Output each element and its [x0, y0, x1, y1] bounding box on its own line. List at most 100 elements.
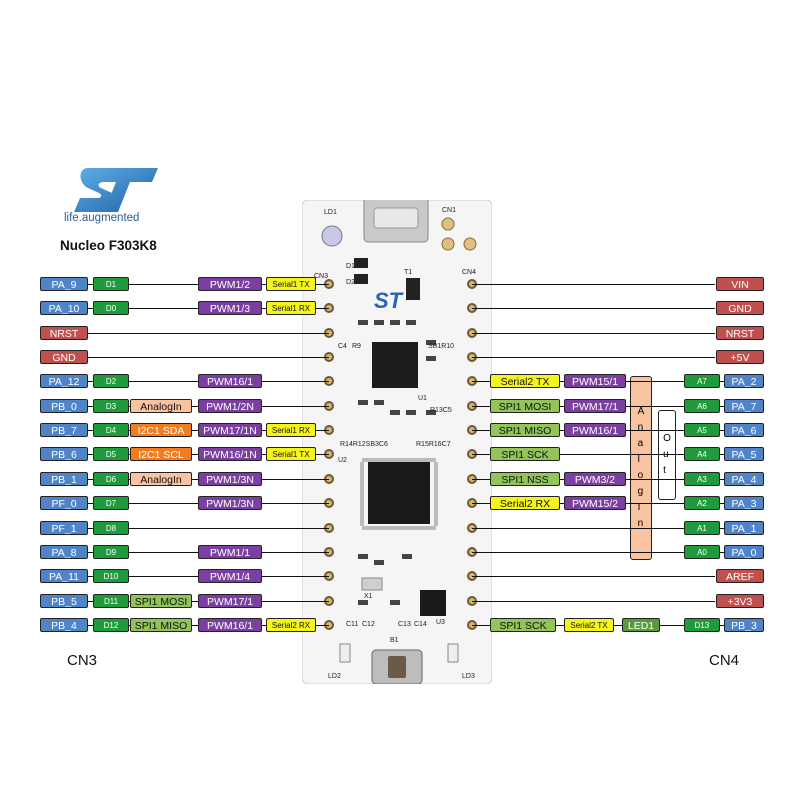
port-name-label: PA_3: [724, 496, 764, 510]
pin-wire: [472, 601, 715, 602]
pin-wire: [472, 284, 715, 285]
svg-text:R9: R9: [352, 343, 361, 350]
arduino-pin-label: D7: [93, 496, 129, 510]
pwm-label: PWM1/4: [198, 569, 262, 583]
svg-text:U2: U2: [338, 457, 347, 464]
pwm-label: PWM17/1: [198, 594, 262, 608]
spi-label: SPI1 SCK: [490, 618, 556, 632]
svg-text:CN1: CN1: [442, 207, 456, 214]
svg-text:CN3: CN3: [314, 273, 328, 280]
function-label: AnalogIn: [130, 399, 192, 413]
connector-cn4-label: CN4: [709, 652, 740, 669]
svg-text:C12: C12: [362, 621, 375, 628]
svg-text:LD1: LD1: [324, 209, 337, 216]
svg-text:C4: C4: [338, 343, 347, 350]
pin-wire: [472, 333, 715, 334]
arduino-pin-label: D12: [93, 618, 129, 632]
port-name-label: PB_6: [40, 447, 88, 461]
pwm-label: PWM15/1: [564, 374, 626, 388]
svg-text:B1: B1: [390, 637, 399, 644]
port-name-label: PF_0: [40, 496, 88, 510]
port-name-label: PB_4: [40, 618, 88, 632]
serial-label: Serial1 TX: [266, 447, 316, 461]
arduino-pin-label: D9: [93, 545, 129, 559]
power-pin-label: VIN: [716, 277, 764, 291]
port-name-label: PA_2: [724, 374, 764, 388]
port-name-label: PB_3: [724, 618, 764, 632]
svg-text:T1: T1: [404, 269, 412, 276]
arduino-pin-label: D8: [93, 521, 129, 535]
pwm-label: PWM16/1: [564, 423, 626, 437]
brand-tagline: life.augmented: [64, 212, 140, 224]
analogin-letter: o: [637, 470, 644, 481]
port-name-label: PA_11: [40, 569, 88, 583]
svg-text:ST: ST: [374, 288, 404, 313]
analogin-letter: A: [637, 406, 645, 417]
pwm-label: PWM1/1: [198, 545, 262, 559]
pin-wire: [88, 528, 329, 529]
port-name-label: PA_12: [40, 374, 88, 388]
svg-text:U3: U3: [436, 619, 445, 626]
pwm-label: PWM17/1: [564, 399, 626, 413]
analogin-letter: n: [637, 518, 644, 529]
pwm-label: PWM1/3N: [198, 496, 262, 510]
power-pin-label: NRST: [40, 326, 88, 340]
pin-wire: [472, 357, 715, 358]
analogin-letter: l: [637, 454, 640, 465]
analog-out-letter: O: [663, 433, 671, 444]
arduino-pin-label: A2: [684, 496, 720, 510]
arduino-pin-label: A3: [684, 472, 720, 486]
pin-wire: [88, 357, 329, 358]
power-pin-label: +5V: [716, 350, 764, 364]
svg-text:R14R12SB3C6: R14R12SB3C6: [340, 441, 388, 448]
spi-label: SPI1 MOSI: [490, 399, 560, 413]
svg-text:C11: C11: [346, 621, 358, 628]
serial-label: Serial1 RX: [266, 423, 316, 437]
port-name-label: PA_10: [40, 301, 88, 315]
svg-text:X1: X1: [364, 593, 373, 600]
port-name-label: PB_0: [40, 399, 88, 413]
function-label: SPI1 MOSI: [130, 594, 192, 608]
function-label: AnalogIn: [130, 472, 192, 486]
serial-label: Serial2 TX: [490, 374, 560, 388]
pwm-label: PWM1/2N: [198, 399, 262, 413]
port-name-label: PA_6: [724, 423, 764, 437]
pwm-label: PWM1/2: [198, 277, 262, 291]
arduino-pin-label: A6: [684, 399, 720, 413]
analogin-letter: a: [637, 438, 644, 449]
connector-cn3-label: CN3: [67, 652, 98, 669]
pin-wire: [472, 528, 724, 529]
pwm-label: PWM16/1N: [198, 447, 262, 461]
power-pin-label: GND: [716, 301, 764, 315]
power-pin-label: GND: [40, 350, 88, 364]
power-pin-label: AREF: [716, 569, 764, 583]
power-pin-label: +3V3: [716, 594, 764, 608]
arduino-pin-label: D13: [684, 618, 720, 632]
spi-label: SPI1 NSS: [490, 472, 560, 486]
port-name-label: PF_1: [40, 521, 88, 535]
function-label: SPI1 MISO: [130, 618, 192, 632]
port-name-label: PB_7: [40, 423, 88, 437]
analog-out-letter: u: [663, 447, 671, 463]
serial-label: Serial2 TX: [564, 618, 614, 632]
function-label: I2C1 SCL: [130, 447, 192, 461]
pwm-label: PWM16/1: [198, 618, 262, 632]
arduino-pin-label: D0: [93, 301, 129, 315]
port-name-label: PA_8: [40, 545, 88, 559]
arduino-pin-label: D11: [93, 594, 129, 608]
pwm-label: PWM15/2: [564, 496, 626, 510]
pwm-label: PWM1/3: [198, 301, 262, 315]
pin-wire: [88, 333, 329, 334]
pwm-label: PWM1/3N: [198, 472, 262, 486]
st-logo-icon: [74, 168, 158, 212]
analog-out-group-box: Out: [658, 410, 676, 500]
arduino-pin-label: A1: [684, 521, 720, 535]
spi-label: SPI1 SCK: [490, 447, 560, 461]
serial-label: Serial2 RX: [266, 618, 316, 632]
arduino-pin-label: A5: [684, 423, 720, 437]
pwm-label: PWM16/1: [198, 374, 262, 388]
port-name-label: PA_4: [724, 472, 764, 486]
arduino-pin-label: D4: [93, 423, 129, 437]
